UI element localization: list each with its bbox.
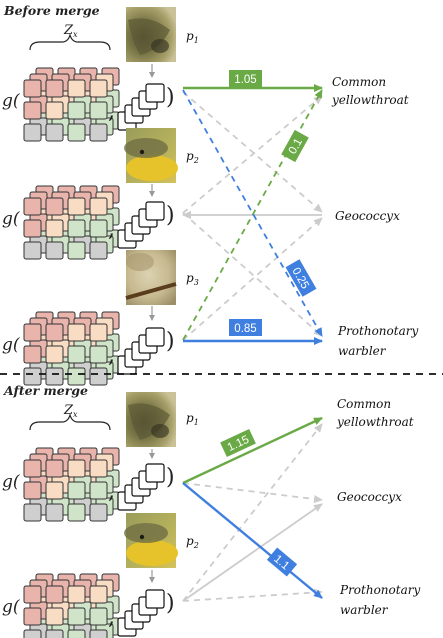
zx-brace (29, 32, 111, 51)
weight-badge: 1.15 (220, 428, 256, 458)
class-label-geococcyx: Geococcyx (337, 490, 402, 504)
inactive-connections (182, 423, 323, 602)
before-merge-section: Before merge Zx g( , ) p1 g( , ) (2, 3, 418, 385)
weighted-connections: 1.15 1.1 (182, 416, 323, 599)
comma: , (108, 217, 115, 242)
prototype-stack (117, 589, 165, 637)
row-p2: g( , ) p2 (2, 513, 199, 638)
prototype-image-p1 (126, 392, 176, 447)
class-label-common-yellowthroat: Common (332, 75, 386, 89)
prototype-label-p3: p3 (186, 271, 199, 287)
class-label-prothonotary-warbler-line2: warbler (338, 344, 387, 358)
before-merge-title: Before merge (3, 3, 100, 18)
edge-p1-prothonotary-warbler (182, 482, 323, 599)
close-paren: ) (166, 85, 175, 110)
prototype-image-p3 (125, 250, 177, 305)
row-p2: g( , ) p2 (2, 128, 199, 259)
class-label-geococcyx: Geococcyx (335, 209, 400, 223)
prototype-image-p1 (126, 7, 176, 62)
class-label-common-yellowthroat-line2: yellowthroat (336, 415, 414, 429)
class-label-prothonotary-warbler: Prothonotary (339, 583, 420, 597)
row-p3: g( , ) p3 (2, 250, 199, 385)
comma: , (108, 99, 115, 124)
row-p1: g( , ) p1 (2, 7, 199, 141)
prototype-label-p1: p1 (186, 29, 199, 45)
g-function-label: g( (2, 472, 20, 492)
weighted-connections: 1.05 0.1 0.25 0.85 (182, 70, 323, 345)
comma: , (108, 479, 115, 504)
close-paren: ) (166, 591, 175, 616)
zx-feature-stack (24, 68, 119, 141)
class-label-common-yellowthroat-line2: yellowthroat (331, 93, 409, 107)
inactive-connections (182, 91, 323, 341)
prototype-stack (117, 201, 165, 249)
comma: , (108, 343, 115, 368)
zx-feature-stack (24, 448, 119, 521)
prototype-label-p2: p2 (186, 149, 199, 165)
g-function-label: g( (2, 597, 20, 617)
close-paren: ) (166, 203, 175, 228)
prototype-label-p1: p1 (186, 411, 199, 427)
g-function-label: g( (2, 209, 20, 229)
svg-text:1.05: 1.05 (234, 74, 256, 86)
zx-label: Zx (63, 23, 78, 39)
prototype-image-p2 (124, 128, 178, 183)
prototype-stack (117, 327, 165, 375)
weight-badge: 0.1 (281, 129, 309, 163)
after-merge-title: After merge (3, 383, 88, 398)
g-function-label: g( (2, 91, 20, 111)
weight-badge: 1.1 (266, 547, 298, 577)
prototype-image-p2 (124, 513, 178, 568)
comma: , (108, 605, 115, 630)
edge-p1-common-yellowthroat (182, 416, 323, 485)
zx-feature-stack (24, 574, 119, 638)
prototype-stack (117, 463, 165, 511)
class-label-common-yellowthroat: Common (337, 397, 391, 411)
edge-p3-common-yellowthroat (182, 89, 323, 341)
prototype-label-p2: p2 (186, 534, 199, 550)
g-function-label: g( (2, 335, 20, 355)
svg-text:0.85: 0.85 (234, 323, 256, 335)
zx-feature-stack (24, 186, 119, 259)
edge-p1-prothonotary-warbler (182, 89, 323, 337)
class-label-prothonotary-warbler: Prothonotary (337, 324, 418, 338)
zx-label: Zx (63, 403, 78, 419)
zx-brace (29, 412, 111, 431)
close-paren: ) (166, 465, 175, 490)
after-merge-section: After merge Zx g( , ) p1 g( , ) (2, 383, 420, 638)
prototype-stack (117, 83, 165, 131)
weight-badge: 0.25 (285, 259, 317, 297)
weight-badge: 0.85 (229, 319, 262, 336)
close-paren: ) (166, 329, 175, 354)
row-p1: g( , ) p1 (2, 392, 199, 521)
class-label-prothonotary-warbler-line2: warbler (340, 603, 389, 617)
weight-badge: 1.05 (229, 70, 262, 87)
